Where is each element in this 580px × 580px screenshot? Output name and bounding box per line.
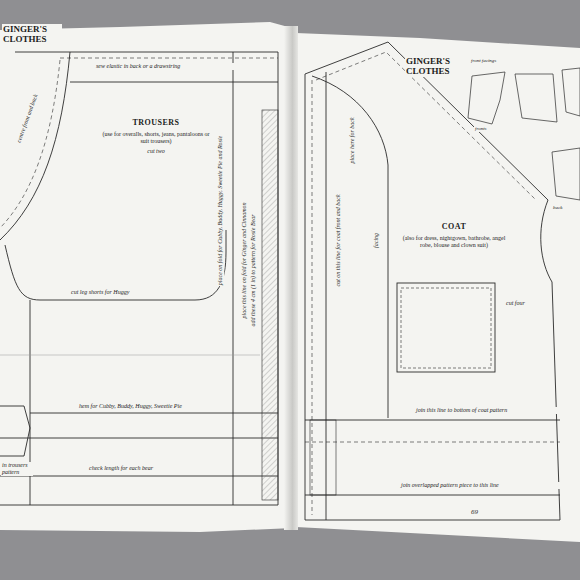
pattern-note: join overlapped pattern piece to this li… bbox=[400, 482, 572, 489]
pattern-piece: COAT (also for dress, nightgown, bathrobe… bbox=[398, 222, 510, 256]
pattern-note: place on fold for Cubby, Buddy, Huggy, S… bbox=[218, 134, 225, 285]
pattern-note: hem for Cubby, Buddy, Huggy, Sweetie Pie bbox=[78, 403, 230, 410]
pattern-note: place this line on fold for Ginger and C… bbox=[241, 201, 248, 319]
piece-note: (use for overalls, shorts, jeans, pantal… bbox=[98, 131, 214, 145]
page-heading: GINGER'S CLOTHES bbox=[2, 24, 62, 45]
pattern-note: cut on this line for coat front and back bbox=[335, 193, 342, 287]
pattern-note: 69 bbox=[470, 508, 492, 516]
piece-note: cut two bbox=[98, 148, 214, 155]
piece-title: COAT bbox=[398, 222, 510, 232]
pattern-note: sew elastic in back or a drawstring bbox=[95, 63, 247, 70]
piece-note: (also for dress, nightgown, bathrobe, an… bbox=[398, 235, 510, 249]
pattern-note: cut four bbox=[505, 300, 547, 307]
pattern-note: add these 4 cm (1 in) to pattern for Ros… bbox=[250, 213, 257, 327]
pattern-note: front facings bbox=[470, 58, 522, 64]
pattern-piece: TROUSERS (use for overalls, shorts, jeans… bbox=[98, 118, 214, 163]
pattern-note: facing bbox=[373, 231, 380, 248]
pattern-note: place here for back bbox=[349, 116, 356, 164]
pattern-note: back bbox=[552, 205, 580, 211]
pattern-note: in trousers pattern bbox=[1, 462, 33, 476]
pattern-note: fronts bbox=[474, 126, 516, 132]
pattern-note: join this line to bottom of coat pattern bbox=[415, 407, 567, 414]
piece-title: TROUSERS bbox=[98, 118, 214, 128]
pattern-note: check length for each bear bbox=[88, 465, 220, 472]
page-heading: GINGER'S CLOTHES bbox=[405, 56, 465, 77]
pattern-note: cut leg shorts for Huggy bbox=[70, 289, 182, 296]
